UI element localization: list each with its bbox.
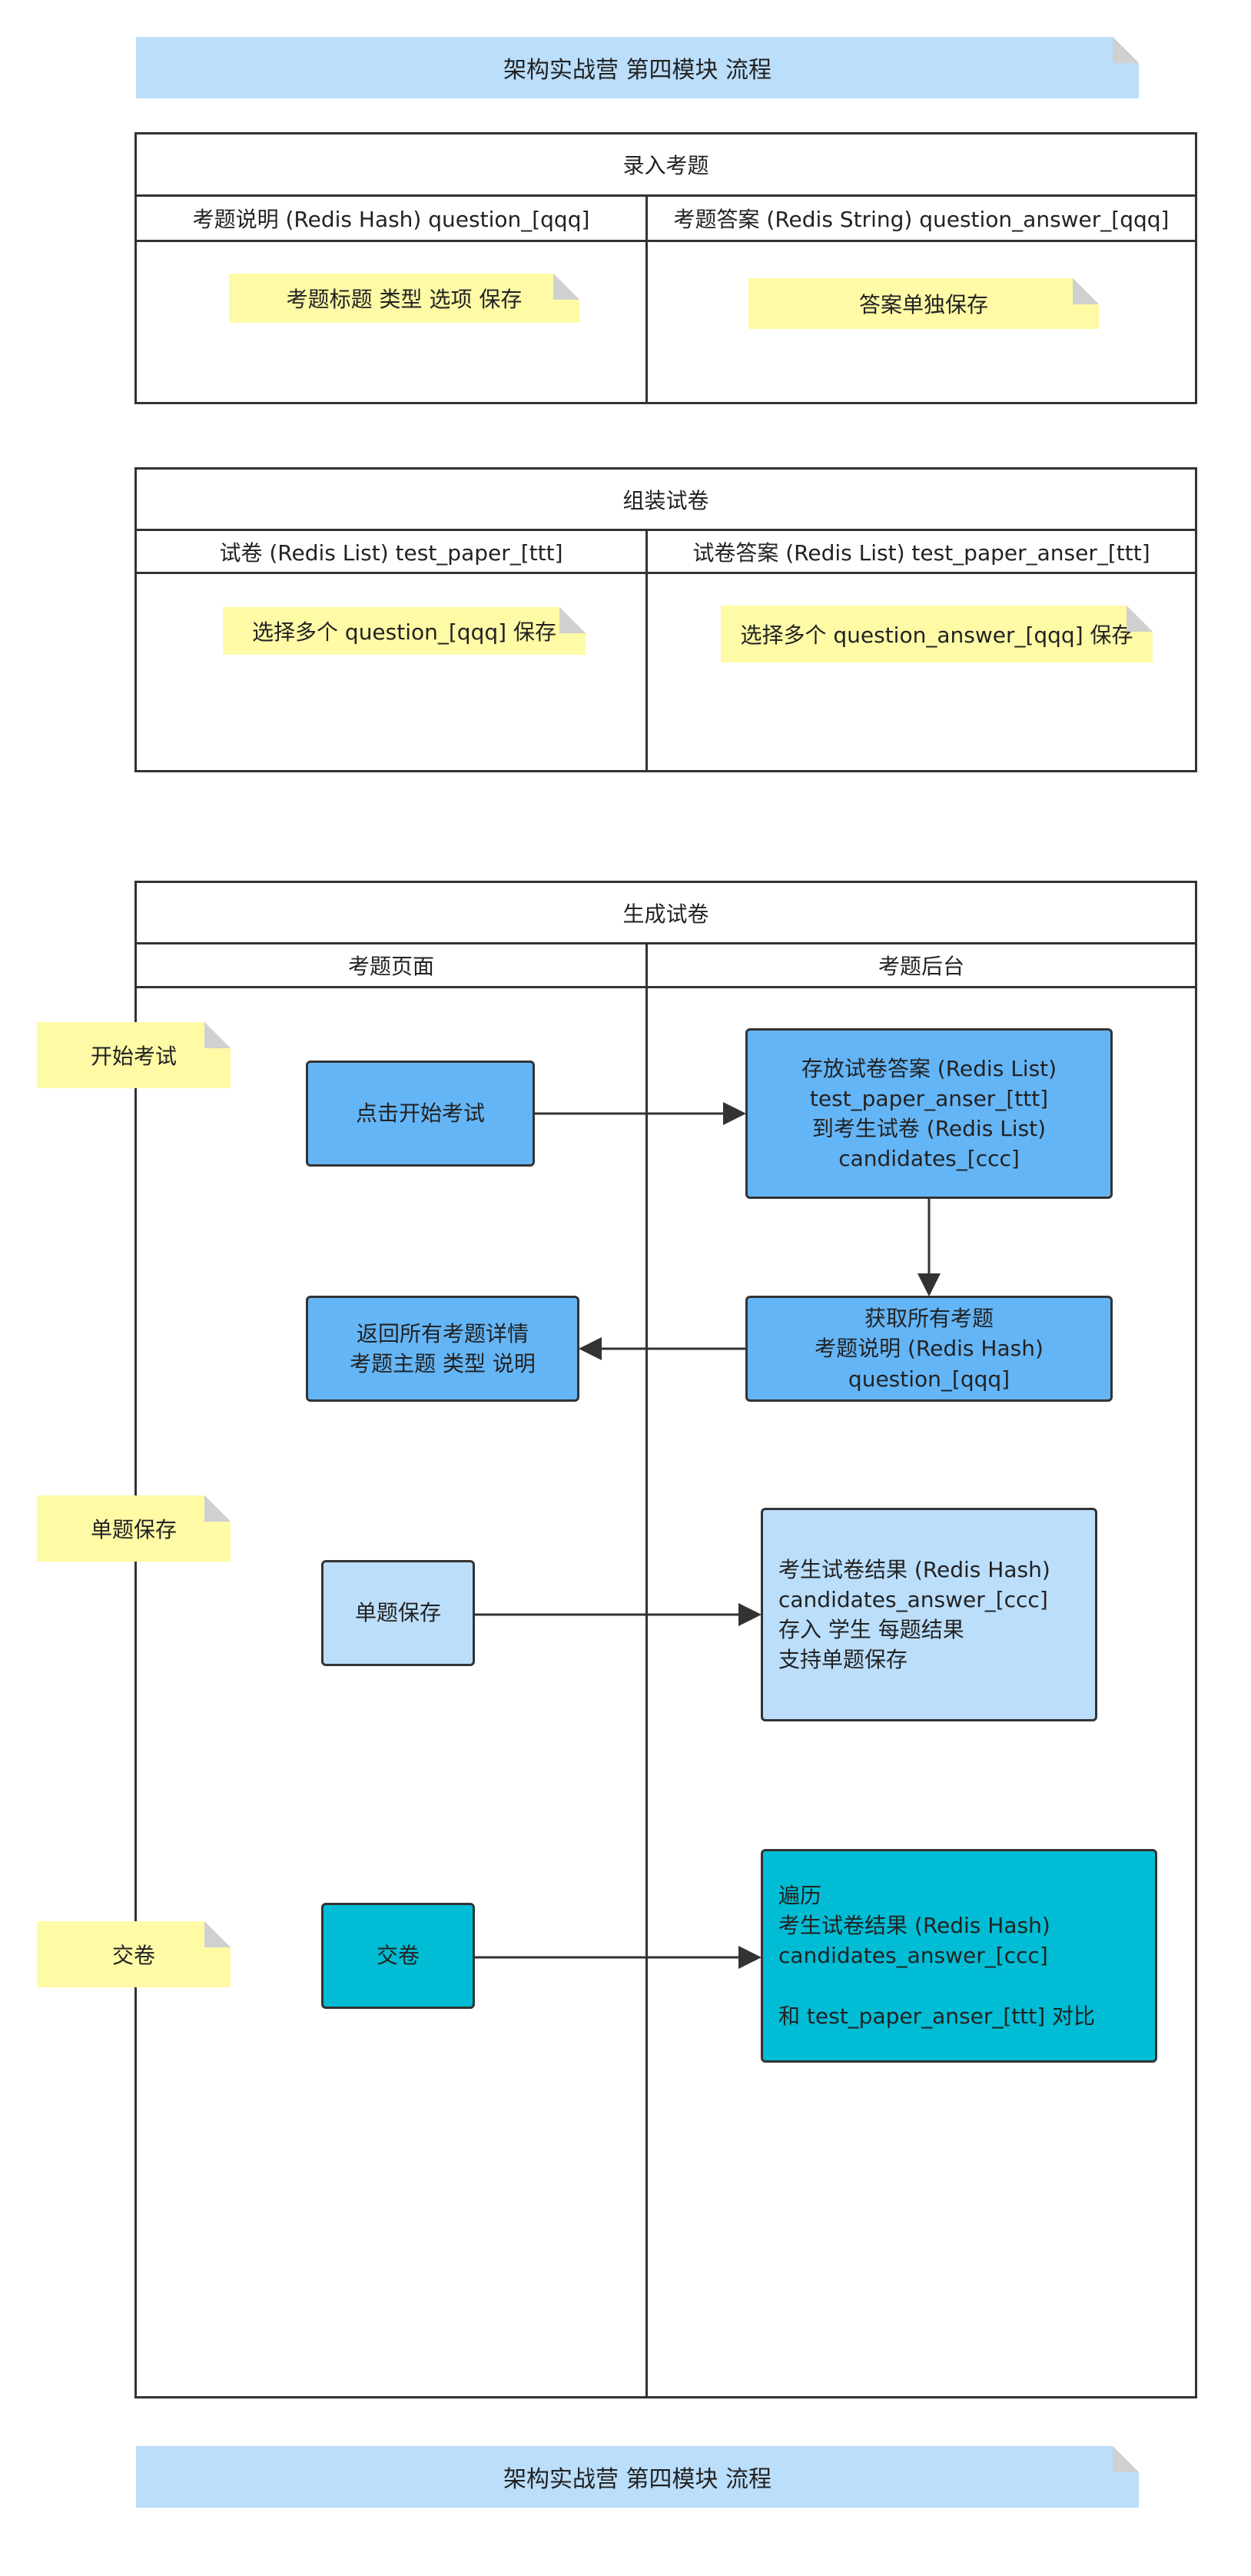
fetch-questions-line-2: 考题说明 (Redis Hash): [815, 1336, 1044, 1362]
section1-title: 录入考题: [622, 153, 709, 178]
start-exam-button-label: 点击开始考试: [355, 1100, 485, 1127]
single-result-box: 考生试卷结果 (Redis Hash) candidates_answer_[c…: [761, 1508, 1097, 1721]
section1-col-left-header: 考题说明 (Redis Hash) question_[qqq]: [192, 207, 590, 232]
section1-divider-mid: [134, 240, 1197, 242]
section3-lane-divider: [645, 942, 648, 2398]
single-result-line-1: 考生试卷结果 (Redis Hash): [778, 1556, 1050, 1582]
side-note-start-exam-text: 开始考试: [90, 1044, 177, 1069]
note-select-answers: 选择多个 question_answer_[qqq] 保存: [721, 606, 1153, 662]
submit-result-line-2: 考生试卷结果 (Redis Hash): [778, 1912, 1050, 1938]
submit-result-box: 遍历 考生试卷结果 (Redis Hash) candidates_answer…: [761, 1849, 1157, 2063]
section2-title: 组装试卷: [622, 487, 709, 513]
return-details-line-1: 返回所有考题详情: [356, 1320, 529, 1346]
single-save-button[interactable]: 单题保存: [321, 1560, 475, 1666]
note-fold-corner: [559, 607, 586, 633]
side-note-start-exam: 开始考试: [37, 1022, 231, 1088]
section-enter-questions: [134, 132, 1197, 404]
banner-top-text: 架构实战营 第四模块 流程: [503, 57, 772, 84]
section1-col-right-header: 考题答案 (Redis String) question_answer_[qqq…: [673, 207, 1170, 232]
section2-col-right-header: 试卷答案 (Redis List) test_paper_anser_[ttt]: [692, 539, 1150, 566]
note-fold-corner: [1127, 606, 1153, 632]
section2-column-divider: [645, 529, 648, 772]
banner-fold-corner: [1113, 2446, 1139, 2472]
single-result-line-4: 支持单题保存: [778, 1647, 908, 1673]
note-fold-corner: [1073, 278, 1099, 304]
single-result-line-3: 存入 学生 每题结果: [778, 1617, 964, 1642]
section3-divider-top: [134, 942, 1197, 944]
note-select-answers-text: 选择多个 question_answer_[qqq] 保存: [740, 622, 1133, 648]
note-answer-save: 答案单独保存: [748, 278, 1099, 329]
side-note-submit-text: 交卷: [111, 1943, 155, 1968]
note-answer-save-text: 答案单独保存: [858, 292, 988, 317]
side-note-submit: 交卷: [37, 1921, 231, 1987]
note-fold-corner: [204, 1495, 231, 1522]
lane-right-header: 考题后台: [878, 954, 964, 979]
banner-fold-corner: [1113, 37, 1139, 63]
section1-divider-top: [134, 194, 1197, 197]
section3-divider-mid: [134, 986, 1197, 988]
note-question-save: 考题标题 类型 选项 保存: [229, 274, 579, 323]
single-result-line-2: candidates_answer_[ccc]: [778, 1586, 1048, 1612]
fetch-questions-line-1: 获取所有考题: [864, 1306, 994, 1332]
lane-left-header: 考题页面: [347, 954, 434, 979]
store-answers-line-2: test_paper_anser_[ttt]: [809, 1085, 1049, 1111]
side-note-single-save-text: 单题保存: [90, 1517, 177, 1542]
note-question-save-text: 考题标题 类型 选项 保存: [286, 287, 523, 312]
single-save-button-label: 单题保存: [354, 1600, 441, 1626]
fetch-questions-box: 获取所有考题 考题说明 (Redis Hash) question_[qqq]: [745, 1296, 1113, 1402]
return-details-box: 返回所有考题详情 考题主题 类型 说明: [306, 1296, 579, 1402]
note-fold-corner: [204, 1921, 231, 1947]
note-fold-corner: [553, 274, 579, 300]
store-answers-line-4: candidates_[ccc]: [838, 1146, 1020, 1172]
submit-result-line-3: candidates_answer_[ccc]: [778, 1943, 1048, 1968]
section2-divider-top: [134, 529, 1197, 531]
title-banner-bottom: 架构实战营 第四模块 流程: [136, 2446, 1139, 2508]
submit-button-label: 交卷: [376, 1943, 420, 1969]
note-select-questions-text: 选择多个 question_[qqq] 保存: [252, 619, 556, 645]
note-fold-corner: [204, 1022, 231, 1048]
submit-result-line-5: 和 test_paper_anser_[ttt] 对比: [778, 2003, 1096, 2030]
submit-button[interactable]: 交卷: [321, 1903, 475, 2009]
start-exam-button[interactable]: 点击开始考试: [306, 1061, 535, 1167]
section1-column-divider: [645, 194, 648, 404]
banner-bottom-text: 架构实战营 第四模块 流程: [503, 2466, 772, 2493]
store-answers-line-3: 到考生试卷 (Redis List): [811, 1116, 1047, 1141]
store-answers-box: 存放试卷答案 (Redis List) test_paper_anser_[tt…: [745, 1028, 1113, 1199]
section2-col-left-header: 试卷 (Redis List) test_paper_[ttt]: [219, 539, 563, 566]
return-details-line-2: 考题主题 类型 说明: [350, 1351, 536, 1376]
submit-result-line-1: 遍历: [778, 1882, 822, 1908]
section3-title: 生成试卷: [622, 901, 709, 927]
fetch-questions-line-3: question_[qqq]: [848, 1366, 1010, 1392]
section2-divider-mid: [134, 572, 1197, 574]
title-banner-top: 架构实战营 第四模块 流程: [136, 37, 1139, 98]
note-select-questions: 选择多个 question_[qqq] 保存: [223, 607, 586, 655]
side-note-single-save: 单题保存: [37, 1495, 231, 1562]
store-answers-line-1: 存放试卷答案 (Redis List): [801, 1055, 1057, 1081]
